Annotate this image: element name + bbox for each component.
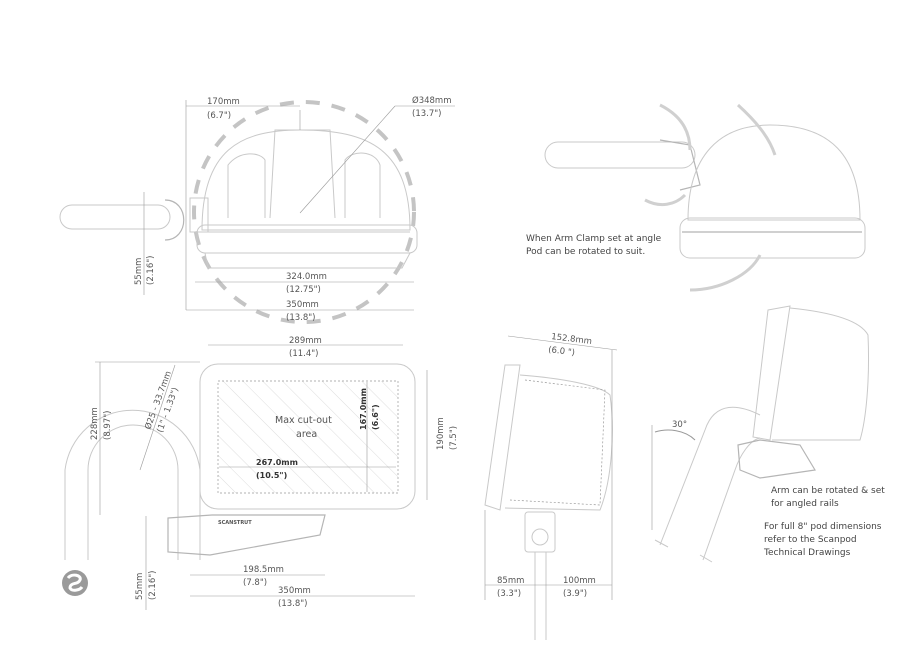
svg-text:(6.6"): (6.6"): [371, 404, 380, 430]
svg-text:(13.8"): (13.8"): [278, 599, 307, 609]
svg-text:170mm: 170mm: [207, 97, 240, 107]
svg-text:289mm: 289mm: [289, 336, 322, 346]
rail: [544, 141, 696, 169]
pod-body: [687, 124, 861, 221]
svg-text:(11.4"): (11.4"): [289, 349, 318, 359]
svg-text:198.5mm: 198.5mm: [243, 565, 284, 575]
max-cutout-area: [217, 380, 399, 494]
scanstrut-logo: [62, 570, 88, 596]
pod-top-block: [269, 129, 336, 219]
svg-text:350mm: 350mm: [286, 300, 319, 310]
svg-text:(13.8"): (13.8"): [286, 313, 315, 323]
svg-text:228mm: 228mm: [90, 407, 100, 440]
svg-text:(8.97"): (8.97"): [103, 411, 113, 440]
svg-text:For full 8" pod dimensions: For full 8" pod dimensions: [764, 522, 882, 532]
pod-outline: [199, 363, 416, 510]
front-view: 170mm (6.7") Ø348mm (13.7") 55mm (2.16")…: [59, 95, 455, 324]
svg-text:350mm: 350mm: [278, 586, 311, 596]
pod-body: [504, 374, 613, 511]
pod-body: [772, 307, 870, 441]
svg-text:(10.5"): (10.5"): [256, 471, 287, 480]
rail-outer: [64, 409, 201, 560]
svg-text:(7.8"): (7.8"): [243, 578, 267, 588]
svg-text:Max cut-out: Max cut-out: [275, 415, 332, 426]
svg-text:refer to the Scanpod: refer to the Scanpod: [764, 535, 857, 545]
pod-face: [484, 364, 521, 511]
svg-text:for angled rails: for angled rails: [771, 499, 839, 509]
rail-inner: [702, 437, 761, 561]
svg-text:(2.16"): (2.16"): [148, 571, 158, 600]
svg-text:Ø348mm: Ø348mm: [412, 95, 451, 106]
pod-body: [201, 129, 411, 231]
rotation-circle: [192, 100, 416, 324]
svg-text:SCANSTRUT: SCANSTRUT: [218, 520, 252, 526]
rail: [59, 204, 171, 230]
svg-text:30°: 30°: [672, 420, 687, 430]
pod-face: [196, 224, 418, 254]
svg-text:267.0mm: 267.0mm: [256, 458, 298, 467]
svg-text:(3.9"): (3.9"): [563, 589, 587, 599]
svg-text:100mm: 100mm: [563, 576, 596, 586]
svg-text:(6.7"): (6.7"): [207, 111, 231, 121]
arm-clamp: [164, 199, 185, 241]
arm-clamp: [524, 511, 556, 553]
rotated-view: When Arm Clamp set at angle Pod can be r…: [526, 103, 866, 292]
svg-text:55mm: 55mm: [135, 573, 145, 600]
arm-clamp: [737, 439, 816, 479]
svg-text:(13.7"): (13.7"): [412, 109, 441, 119]
side-view: 152.8mm (6.0 ") 85mm (3.3") 100mm (3.9"): [484, 332, 618, 640]
angled-view: 30° Arm can be rotated & set for angled …: [651, 305, 885, 563]
top-view: Max cut-out area 167.0mm (6.6") 267.0mm …: [64, 336, 459, 610]
pod-face: [752, 305, 791, 441]
svg-text:(3.3"): (3.3"): [497, 589, 521, 599]
svg-text:(2.16"): (2.16"): [146, 256, 156, 285]
svg-text:(12.75"): (12.75"): [286, 285, 321, 295]
svg-text:Technical Drawings: Technical Drawings: [763, 548, 851, 558]
svg-text:(7.5"): (7.5"): [449, 426, 459, 450]
svg-text:Arm can be rotated & set: Arm can be rotated & set: [771, 486, 885, 496]
svg-text:area: area: [296, 429, 317, 440]
svg-text:55mm: 55mm: [134, 258, 144, 285]
rail-inner: [87, 424, 179, 560]
pod-face: [679, 217, 866, 259]
svg-text:324.0mm: 324.0mm: [286, 272, 327, 282]
svg-text:(6.0 "): (6.0 "): [548, 345, 576, 358]
svg-text:When Arm Clamp set at angle: When Arm Clamp set at angle: [526, 234, 662, 244]
arm-clamp: [659, 139, 701, 191]
svg-text:85mm: 85mm: [497, 576, 524, 586]
svg-text:190mm: 190mm: [436, 417, 446, 450]
svg-text:167.0mm: 167.0mm: [359, 388, 368, 430]
svg-text:Pod can be rotated to suit.: Pod can be rotated to suit.: [526, 247, 645, 257]
arm-clamp: [167, 514, 326, 556]
svg-text:152.8mm: 152.8mm: [551, 332, 593, 347]
rail-outer: [659, 406, 761, 546]
